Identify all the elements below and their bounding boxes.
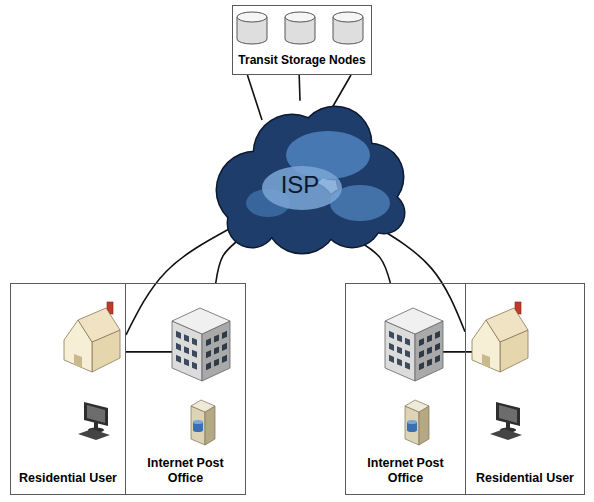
- building-icon: [385, 308, 443, 381]
- residential-panel: Residential User: [465, 283, 585, 495]
- post-office-panel: Internet Post Office: [345, 283, 466, 495]
- network-link: [247, 75, 262, 120]
- computer-icon: [490, 402, 522, 440]
- post-office-panel: Internet Post Office: [125, 283, 246, 495]
- network-link: [439, 351, 472, 353]
- residential-panel: Residential User: [10, 283, 126, 495]
- cloud-label: ISP: [281, 171, 320, 200]
- network-link: [358, 241, 390, 283]
- network-link: [298, 75, 300, 101]
- server-icon: [191, 400, 215, 445]
- storage-cylinder: [285, 12, 315, 44]
- isp-cloud: ISP: [210, 85, 410, 260]
- computer-icon: [78, 402, 110, 440]
- storage-cylinder: [237, 12, 267, 44]
- network-link: [126, 351, 173, 353]
- box-label: Internet Post Office: [346, 456, 465, 494]
- storage-group-box: Transit Storage Nodes: [232, 5, 372, 75]
- house-icon: [64, 302, 120, 372]
- house-icon: [472, 302, 528, 372]
- box-label: Internet Post Office: [126, 456, 245, 494]
- server-icon: [405, 400, 429, 445]
- storage-cylinder: [333, 12, 363, 44]
- box-label: Transit Storage Nodes: [238, 53, 365, 74]
- building-icon: [172, 308, 230, 381]
- box-label: Residential User: [11, 471, 125, 494]
- box-label: Residential User: [466, 471, 584, 494]
